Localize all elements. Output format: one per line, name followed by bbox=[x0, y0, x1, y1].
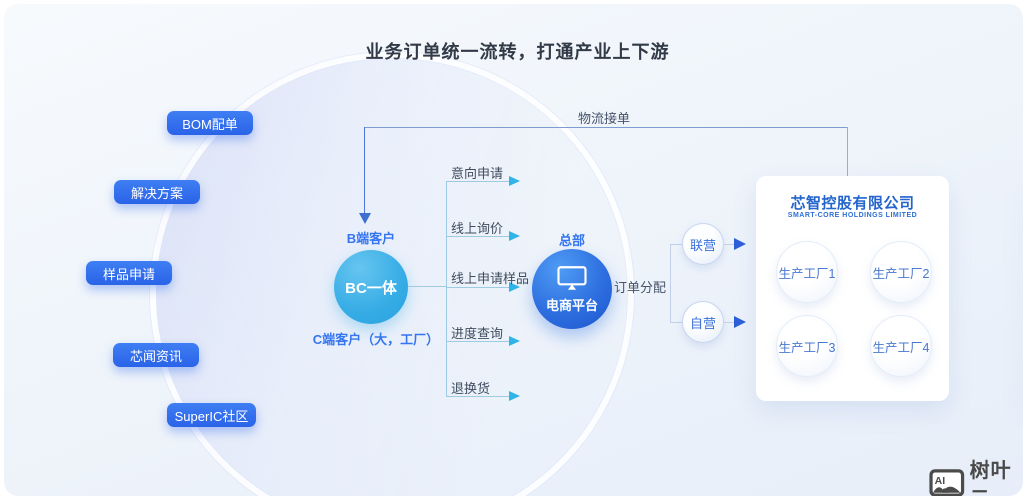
nav-pill-bom[interactable]: BOM配单 bbox=[167, 111, 253, 135]
arrow-right-icon bbox=[509, 176, 520, 186]
b-client-label: B端客户 bbox=[346, 231, 396, 246]
self-arrow-line bbox=[724, 322, 734, 323]
nav-pill-chip-news[interactable]: 芯闻资讯 bbox=[113, 343, 199, 367]
arrow-right-icon bbox=[509, 231, 520, 241]
factory-label: 生产工厂1 bbox=[778, 266, 836, 281]
page-title: 业务订单统一流转，打通产业上下游 bbox=[365, 42, 670, 62]
joint-arrow-line bbox=[724, 244, 734, 245]
joint-operation-node: 联营 bbox=[682, 223, 724, 265]
nav-pill-label: 样品申请 bbox=[102, 266, 155, 282]
nav-pill-solutions[interactable]: 解决方案 bbox=[114, 180, 200, 204]
bc-unified-node: BC一体 bbox=[334, 250, 408, 324]
company-name-en: SMART-CORE HOLDINGS LIMITED bbox=[787, 212, 918, 219]
dispatch-stub-top bbox=[670, 244, 682, 245]
brand-logo: AI 树叶云 bbox=[929, 454, 1023, 496]
arrow-right-icon bbox=[509, 391, 520, 401]
hq-label: 总部 bbox=[558, 233, 585, 248]
branch-line bbox=[446, 287, 509, 288]
branch-line bbox=[446, 396, 509, 397]
nav-pill-label: 解决方案 bbox=[130, 185, 183, 201]
branch-line bbox=[446, 341, 509, 342]
factory-label: 生产工厂2 bbox=[872, 266, 930, 281]
arrow-down-icon bbox=[359, 213, 371, 224]
branch-label-progress: 进度查询 bbox=[451, 326, 504, 341]
arrow-right-icon bbox=[509, 336, 520, 346]
diagram-canvas: 业务订单统一流转，打通产业上下游 BOM配单 解决方案 样品申请 芯闻资讯 Su… bbox=[4, 4, 1023, 496]
order-dispatch-label: 订单分配 bbox=[614, 280, 667, 295]
branch-line bbox=[446, 181, 509, 182]
svg-text:AI: AI bbox=[935, 475, 946, 487]
branch-label-sample: 线上申请样品 bbox=[451, 271, 530, 286]
factory-label: 生产工厂3 bbox=[778, 340, 836, 355]
branch-line bbox=[446, 236, 509, 237]
factory-node-1: 生产工厂1 bbox=[776, 241, 838, 303]
nav-pill-label: SuperIC社区 bbox=[174, 408, 249, 424]
factory-node-2: 生产工厂2 bbox=[870, 241, 932, 303]
nav-pill-sample-request[interactable]: 样品申请 bbox=[86, 261, 172, 285]
dispatch-stub-bottom bbox=[670, 322, 682, 323]
arrow-right-icon bbox=[509, 282, 520, 292]
nav-pill-label: 芯闻资讯 bbox=[129, 348, 182, 364]
branch-trunk-line bbox=[446, 181, 447, 396]
bc-to-trunk-line bbox=[408, 286, 446, 287]
factory-label: 生产工厂4 bbox=[872, 340, 930, 355]
logistics-line-left-vertical bbox=[364, 127, 365, 214]
company-name: 芯智控股有限公司 bbox=[790, 195, 915, 212]
brand-name: 树叶云 bbox=[969, 460, 1012, 496]
monitor-icon bbox=[557, 265, 587, 290]
branch-label-inquiry: 线上询价 bbox=[451, 221, 504, 236]
self-operation-node: 自营 bbox=[682, 301, 724, 343]
logistics-line-horizontal bbox=[364, 127, 847, 128]
bc-unified-label: BC一体 bbox=[345, 279, 397, 297]
nav-pill-superic-community[interactable]: SuperIC社区 bbox=[167, 403, 256, 427]
c-client-label: C端客户（大，工厂） bbox=[312, 332, 440, 347]
branch-label-returns: 退换货 bbox=[451, 381, 491, 396]
arrow-right-icon bbox=[734, 238, 746, 250]
logistics-line-right-vertical bbox=[847, 127, 848, 176]
ecommerce-platform-node: 电商平台 bbox=[532, 249, 612, 329]
company-card: 芯智控股有限公司 SMART-CORE HOLDINGS LIMITED 生产工… bbox=[756, 176, 949, 401]
logistics-label: 物流接单 bbox=[577, 111, 630, 126]
joint-operation-label: 联营 bbox=[689, 237, 716, 253]
branch-label-intent: 意向申请 bbox=[451, 166, 504, 181]
dispatch-bracket-line bbox=[670, 244, 671, 322]
ecommerce-platform-label: 电商平台 bbox=[545, 297, 598, 313]
nav-pill-label: BOM配单 bbox=[182, 116, 238, 132]
self-operation-label: 自营 bbox=[689, 315, 716, 331]
factory-node-3: 生产工厂3 bbox=[776, 315, 838, 377]
arrow-right-icon bbox=[734, 316, 746, 328]
ai-image-icon: AI bbox=[929, 469, 965, 496]
factory-node-4: 生产工厂4 bbox=[870, 315, 932, 377]
